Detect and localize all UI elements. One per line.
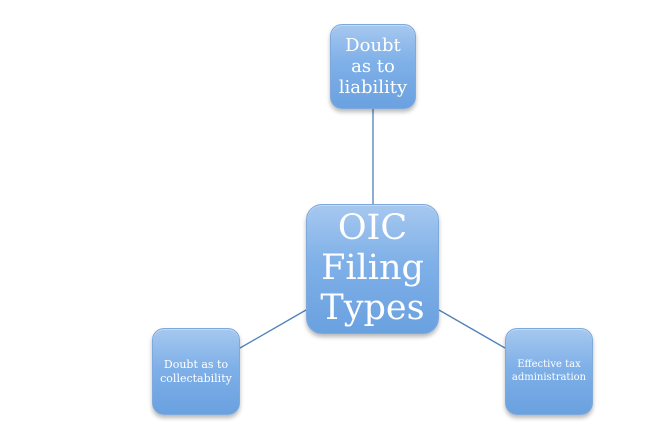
node-effective-tax-administration: Effective tax administration bbox=[505, 328, 593, 415]
node-oic-filing-types: OIC Filing Types bbox=[306, 204, 439, 334]
node-doubt-as-to-collectability: Doubt as to collectability bbox=[152, 328, 240, 415]
connector-right bbox=[438, 309, 506, 349]
connector-left bbox=[239, 309, 307, 349]
node-doubt-as-to-liability: Doubt as to liability bbox=[330, 24, 416, 109]
